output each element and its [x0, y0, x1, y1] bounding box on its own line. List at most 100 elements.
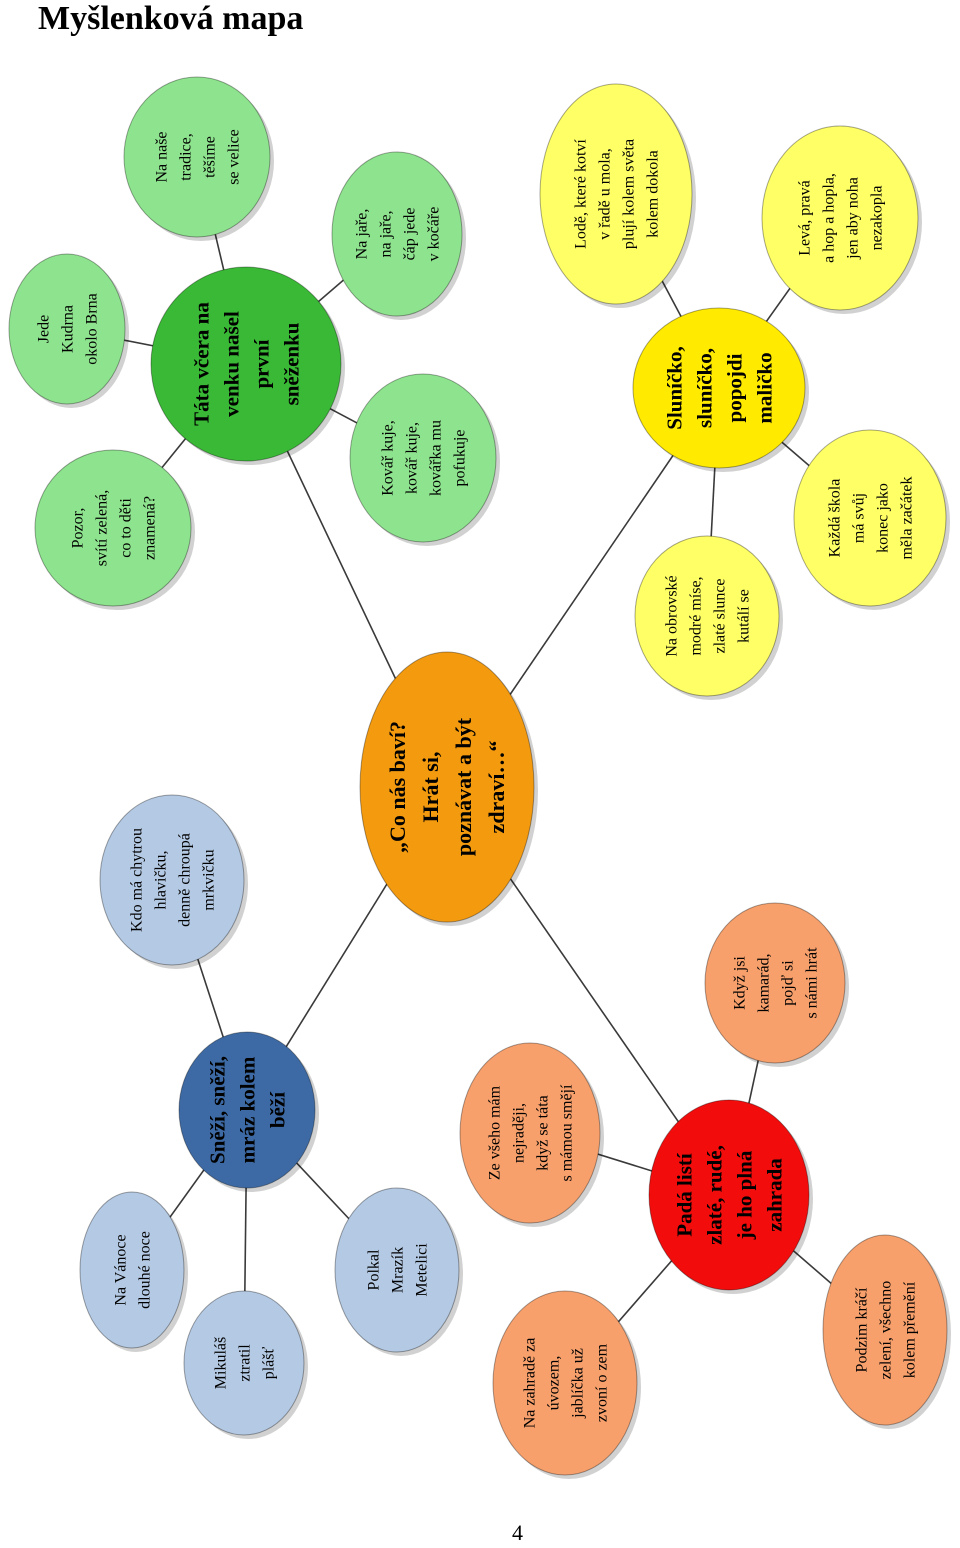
node-text-line: ztratil	[237, 1344, 254, 1382]
node-text-line: Hrát si,	[418, 752, 443, 823]
node-text-line: nezakopla	[869, 186, 886, 251]
node-text-line: jablíčka už	[570, 1348, 587, 1419]
node-text-line: Kudrna	[60, 305, 77, 353]
node-text-line: na jaře,	[378, 210, 395, 257]
node-text-line: okolo Brna	[84, 293, 101, 365]
node-ellipse	[632, 307, 806, 469]
node-text-line: s mámou smějí	[559, 1084, 576, 1181]
node-text-line: Když jsi	[732, 956, 749, 1010]
node-text-line: první	[249, 338, 273, 388]
node-ellipse	[34, 449, 192, 607]
node-text-line: svítí zelená,	[94, 490, 111, 566]
node-ellipse	[634, 535, 780, 697]
node-text-line: Padá listí	[672, 1152, 696, 1237]
node-text-line: Mikuláš	[213, 1337, 230, 1389]
node-text-line: zlaté slunce	[712, 578, 729, 653]
node-text-line: Táta včera na	[189, 302, 213, 426]
node-text-line: Na zahradě za	[522, 1338, 539, 1429]
page-number: 4	[512, 1520, 523, 1545]
node-text-line: kovářka mu	[428, 420, 445, 496]
node-text-line: Ze všeho mám	[487, 1085, 504, 1180]
node-text-line: Každá škola	[827, 479, 844, 558]
node-text-line: Na jaře,	[354, 209, 371, 260]
node-text-line: v kočáře	[426, 207, 443, 262]
node-text-line: znamená?	[142, 496, 159, 560]
node-text-line: Kdo má chytrou	[129, 828, 146, 932]
node-text-line: sluníčko,	[692, 348, 716, 428]
page-title: Myšlenková mapa	[38, 0, 304, 37]
node-text-line: měla začátek	[899, 476, 916, 559]
node-text: Když jsi kamarád, pojď si s námi hrát	[732, 947, 821, 1019]
node-ellipse	[459, 1042, 601, 1224]
node-text-line: pojď si	[780, 960, 797, 1006]
node-text-line: a hop a hopla,	[821, 173, 838, 263]
node-ellipse	[648, 1099, 810, 1291]
node-text-line: Metelici	[414, 1243, 431, 1297]
node-text-line: Mrazík	[390, 1247, 407, 1293]
node-text-line: Podzim kráčí	[854, 1287, 871, 1372]
node-text-line: co to děti	[118, 498, 135, 558]
node-text-line: popojdi	[722, 353, 746, 422]
node-text-line: poznávat a být	[451, 717, 476, 856]
node-ellipse	[704, 902, 846, 1064]
node-ellipse	[183, 1290, 305, 1436]
node-text-line: zdraví…“	[484, 741, 509, 834]
node-text-line: je ho plná	[732, 1150, 756, 1240]
node-text-line: kolem přemění	[902, 1281, 919, 1378]
node-text-line: hlavičku,	[153, 850, 170, 909]
node-text-line: v řadě u mola,	[597, 148, 614, 240]
node-text-line: Na Vánoce	[113, 1234, 130, 1305]
node-ellipse	[150, 266, 342, 462]
node-text-line: Sluníčko,	[662, 346, 686, 429]
node-ellipse	[359, 651, 535, 923]
node-text-line: s námi hrát	[804, 947, 821, 1019]
node-ellipse	[178, 1031, 316, 1189]
node-text-line: má svůj	[851, 493, 868, 543]
node-text-line: Na obrovské	[664, 575, 681, 656]
node-text-line: těšíme	[202, 136, 219, 178]
node-text-line: sněženku	[279, 322, 303, 405]
node-text-line: nejraději,	[511, 1103, 528, 1163]
node-text-line: Na naše	[154, 131, 171, 182]
node-text-line: denně chroupá	[177, 833, 194, 927]
node-ellipse	[793, 429, 947, 607]
node-text-line: zvoní o zem	[594, 1343, 611, 1422]
node-ellipse	[331, 151, 463, 317]
node-text-line: kamarád,	[756, 953, 773, 1012]
node-text-line: Levá, pravá	[797, 180, 814, 256]
node-text-line: kolem dokola	[645, 150, 662, 238]
